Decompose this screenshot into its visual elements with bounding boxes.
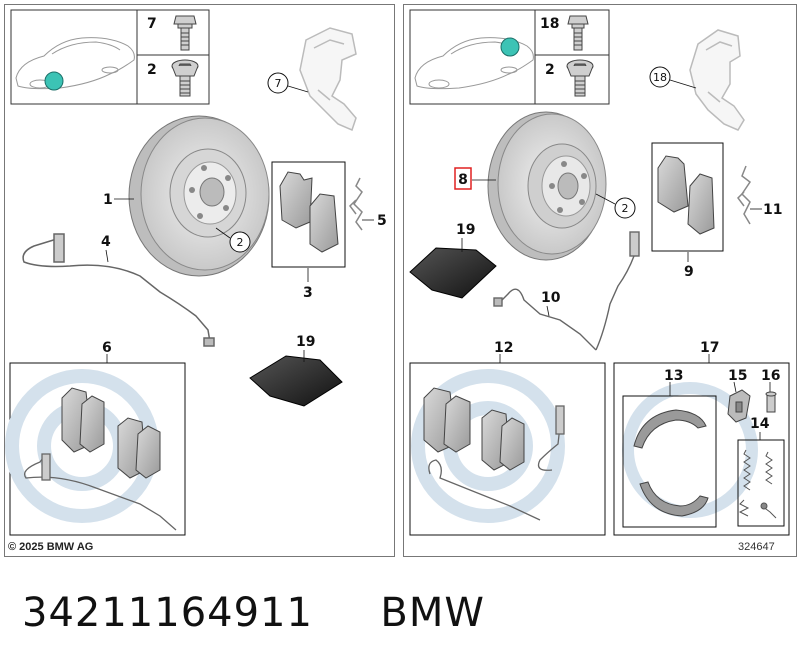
kit-frame-rear <box>409 362 606 536</box>
callout-19-left: 19 <box>296 334 315 350</box>
legend-label-2: 2 <box>147 62 157 78</box>
pad-set-frame-front <box>271 161 346 268</box>
anti-rattle-spring-rear <box>737 165 752 225</box>
legend-label-7: 7 <box>147 16 157 32</box>
callout-15: 15 <box>728 368 747 384</box>
copyright-text: © 2025 BMW AG <box>8 541 94 553</box>
callout-10: 10 <box>541 290 561 306</box>
callout-12: 12 <box>494 340 513 356</box>
expander-icon <box>727 389 751 423</box>
parking-brake-shoes <box>633 409 709 517</box>
brake-disc-rear <box>487 111 607 261</box>
callout-4: 4 <box>101 234 111 250</box>
brake-pad-kit-front <box>61 387 161 479</box>
wear-sensor-front <box>22 233 215 347</box>
brake-shoe-frame <box>622 395 717 528</box>
pad-set-frame-rear <box>651 142 724 252</box>
callout-circle-2-right <box>614 197 636 219</box>
wear-sensor-kit-front <box>23 453 177 531</box>
callout-14: 14 <box>750 416 770 432</box>
caliper-carrier-outline <box>299 27 357 132</box>
callout-18: 18 <box>653 71 667 84</box>
heat-shield-sheet-right <box>409 247 497 299</box>
parking-brake-kit-frame <box>613 362 790 536</box>
wear-sensor-kit-rear <box>428 405 565 521</box>
selected-callout-box[interactable] <box>454 167 472 190</box>
callout-9: 9 <box>684 264 694 280</box>
callout-3: 3 <box>303 285 313 301</box>
adjuster-pin-icon <box>765 391 777 413</box>
brake-pads-front <box>279 171 339 253</box>
anti-rattle-spring-front <box>349 177 363 231</box>
right-legend-box <box>409 9 610 105</box>
legend-label-18: 18 <box>540 16 559 32</box>
callout-circle-18 <box>649 66 671 88</box>
brand-name: BMW <box>380 590 485 636</box>
callout-2-right: 2 <box>622 202 629 215</box>
legend-label-2-right: 2 <box>545 62 555 78</box>
brake-disc-front <box>128 115 270 277</box>
countersunk-screw-rear-icon <box>566 59 594 97</box>
hex-bolt-rear-icon <box>567 15 589 51</box>
caliper-carrier-rear-outline <box>689 29 745 131</box>
front-axle-highlight-dot <box>44 71 64 91</box>
hex-bolt-icon <box>173 15 197 51</box>
callout-2-left: 2 <box>237 236 244 249</box>
callout-8[interactable]: 8 <box>458 172 468 188</box>
callout-circle-2-left <box>229 231 251 253</box>
callout-6: 6 <box>102 340 112 356</box>
heat-shield-sheet-left <box>249 355 343 407</box>
callout-7: 7 <box>275 77 282 90</box>
callout-circle-7 <box>267 72 289 94</box>
callout-5: 5 <box>377 213 387 229</box>
return-springs-icon <box>738 449 777 519</box>
diagram-id: 324647 <box>738 541 775 553</box>
callout-19-right: 19 <box>456 222 475 238</box>
callout-13: 13 <box>664 368 683 384</box>
spring-set-frame <box>737 439 785 527</box>
countersunk-screw-icon <box>171 59 199 97</box>
left-legend-box <box>10 9 210 105</box>
part-number: 34211164911 <box>22 590 313 636</box>
brake-pad-kit-rear <box>423 387 525 471</box>
wear-sensor-rear <box>493 231 640 351</box>
callout-17: 17 <box>700 340 719 356</box>
part-caption: 34211164911 BMW <box>22 590 485 636</box>
callout-11: 11 <box>763 202 782 218</box>
brake-pads-rear <box>657 155 715 235</box>
callout-16: 16 <box>761 368 780 384</box>
callout-1: 1 <box>103 192 113 208</box>
car-silhouette-icon <box>15 37 135 90</box>
rear-axle-highlight-dot <box>500 37 520 57</box>
